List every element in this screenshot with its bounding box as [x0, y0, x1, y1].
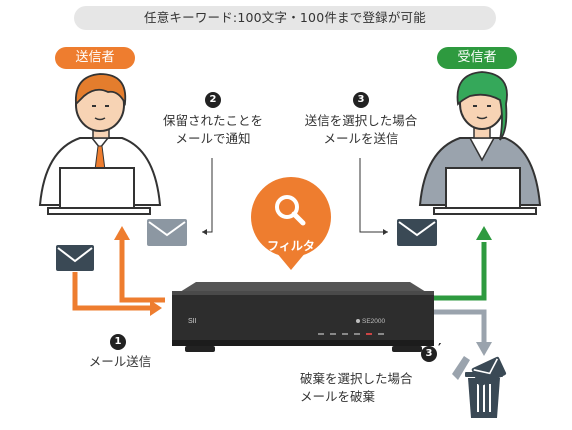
orange-arrow-return	[114, 226, 165, 303]
step3-number: 3	[353, 92, 369, 108]
router-device: SII SE2000	[172, 282, 434, 352]
notify-line	[202, 158, 213, 235]
receiver-badge: 受信者	[437, 47, 517, 69]
step3b-text: 破棄を選択した場合 メールを破棄	[300, 370, 442, 406]
gray-arrow	[432, 309, 492, 356]
step3b-number: 3	[421, 346, 437, 362]
device-model: SE2000	[362, 318, 386, 325]
step3b-prime: ′	[438, 342, 442, 357]
filter-pin	[251, 177, 331, 270]
envelope-icon	[471, 356, 507, 387]
envelope-icon	[147, 219, 187, 246]
step2-number: 2	[205, 92, 221, 108]
step3-line2: メールを送信	[323, 131, 399, 146]
sender-badge: 送信者	[55, 47, 135, 69]
device-brand: SII	[188, 318, 197, 325]
step2-line1: 保留されたことを	[162, 113, 263, 128]
search-icon	[275, 195, 306, 226]
envelope-icon	[397, 219, 437, 246]
step1-text: メール送信	[88, 354, 152, 369]
receiver-person	[418, 71, 542, 215]
sender-person	[38, 73, 162, 215]
step2-text: 保留されたことを メールで通知	[148, 112, 278, 148]
send-line	[359, 158, 388, 235]
step3b-line1: 破棄を選択した場合	[300, 371, 413, 386]
green-arrow	[432, 226, 492, 301]
orange-arrow-send	[72, 272, 162, 316]
step3b-line2: メールを破棄	[300, 389, 376, 404]
step3-line1: 送信を選択した場合	[304, 113, 418, 128]
header-pill: 任意キーワード:100文字・100件まで登録が可能	[74, 6, 496, 30]
filter-label: フィルタ	[267, 239, 315, 253]
step3-text: 送信を選択した場合 メールを送信	[290, 112, 432, 148]
step2-line2: メールで通知	[175, 131, 251, 146]
envelope-icon	[56, 245, 94, 271]
step1-number: 1	[110, 334, 126, 350]
